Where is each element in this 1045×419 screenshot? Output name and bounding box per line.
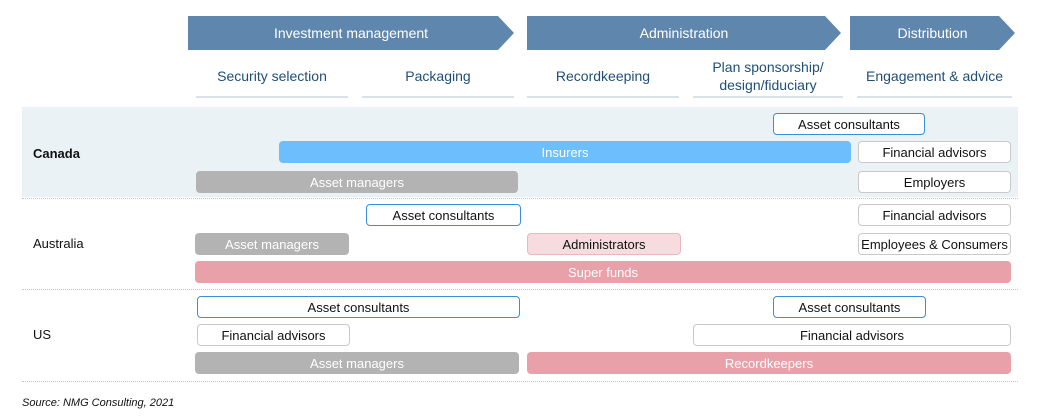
canada-insurers: Insurers [279, 141, 851, 163]
canada-employers: Employers [858, 171, 1011, 193]
region-label-australia: Australia [33, 236, 84, 251]
australia-employees-consumers: Employees & Consumers [858, 233, 1011, 255]
australia-financial-advisors: Financial advisors [858, 204, 1011, 226]
source-note: Source: NMG Consulting, 2021 [22, 397, 175, 409]
stage-investment-management: Investment management [188, 16, 514, 50]
subheader-packaging: Packaging [405, 68, 471, 84]
canada-asset-managers: Asset managers [196, 171, 518, 193]
stage-label: Administration [639, 25, 729, 41]
stage-label: Distribution [897, 25, 968, 41]
us-recordkeepers: Recordkeepers [527, 352, 1011, 374]
canada-financial-advisors: Financial advisors [858, 141, 1011, 163]
australia-asset-consultants: Asset consultants [366, 204, 521, 226]
subheader-security-selection: Security selection [217, 68, 327, 84]
australia-administrators: Administrators [527, 233, 681, 255]
us-asset-consultants-right: Asset consultants [773, 296, 926, 318]
region-label-canada: Canada [33, 146, 80, 161]
us-asset-consultants-left: Asset consultants [197, 296, 520, 318]
region-label-us: US [33, 327, 52, 342]
row-separator [22, 198, 1018, 199]
row-separator [22, 381, 1018, 382]
us-asset-managers: Asset managers [195, 352, 519, 374]
canada-asset-consultants: Asset consultants [773, 113, 925, 135]
subheader-recordkeeping: Recordkeeping [555, 68, 651, 84]
stage-label: Investment management [273, 25, 429, 41]
subheader-underline [196, 96, 348, 98]
australia-asset-managers: Asset managers [195, 233, 349, 255]
subheader-underline [527, 96, 679, 98]
us-financial-advisors-right: Financial advisors [693, 324, 1011, 346]
australia-super-funds: Super funds [195, 261, 1011, 283]
subheader-underline [362, 96, 514, 98]
subheader-plan-sponsorship: Plan sponsorship/ design/fiduciary [712, 59, 824, 93]
row-separator [22, 289, 1018, 290]
subheader-underline [857, 96, 1012, 98]
stage-administration: Administration [527, 16, 841, 50]
subheader-underline [693, 96, 843, 98]
subheader-engagement-advice: Engagement & advice [866, 68, 1003, 84]
us-financial-advisors-left: Financial advisors [197, 324, 350, 346]
stage-distribution: Distribution [850, 16, 1015, 50]
